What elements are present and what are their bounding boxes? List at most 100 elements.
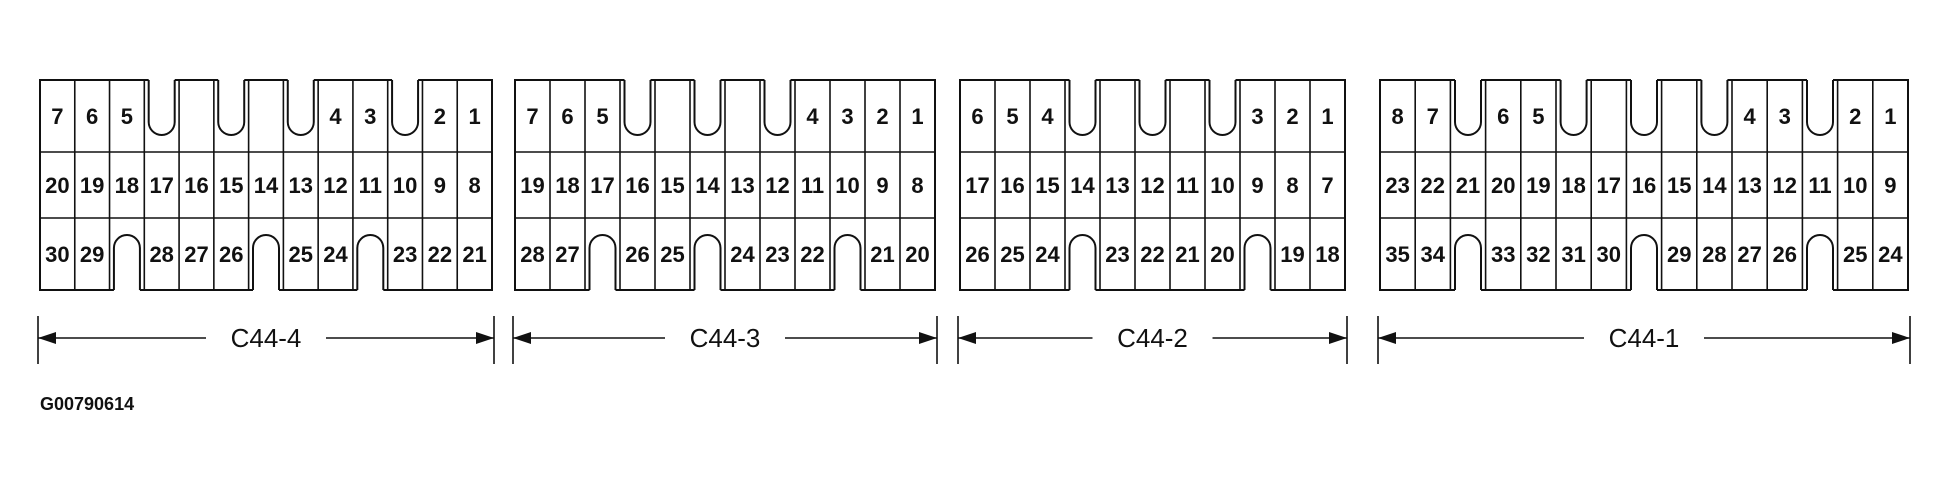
bottom-key-slot: [252, 234, 280, 290]
connector-label: C44-2: [1117, 323, 1188, 353]
figure-id: G00790614: [40, 394, 134, 414]
pin-number: 21: [1175, 242, 1199, 267]
top-key-slot: [763, 80, 792, 136]
top-key-slot: [623, 80, 652, 136]
pin-number: 9: [434, 173, 446, 198]
connector-label: C44-4: [231, 323, 302, 353]
pin-number: 2: [1286, 104, 1298, 129]
pin-number: 19: [80, 173, 104, 198]
bottom-key-slot: [356, 234, 385, 290]
pin-number: 1: [468, 104, 480, 129]
connector-label: C44-3: [690, 323, 761, 353]
arrow-right-icon: [476, 332, 494, 344]
pin-number: 27: [1737, 242, 1761, 267]
pin-number: 22: [800, 242, 824, 267]
arrow-left-icon: [513, 332, 531, 344]
pin-number: 8: [1286, 173, 1298, 198]
pin-number: 4: [806, 104, 819, 129]
connector-label: C44-1: [1609, 323, 1680, 353]
pin-number: 4: [1743, 104, 1756, 129]
pin-number: 28: [149, 242, 173, 267]
pin-number: 19: [520, 173, 544, 198]
pin-number: 32: [1526, 242, 1550, 267]
top-key-slot: [1454, 80, 1482, 136]
pin-number: 8: [1391, 104, 1403, 129]
pin-number: 3: [841, 104, 853, 129]
pin-number: 24: [1035, 242, 1060, 267]
pin-number: 11: [801, 173, 824, 198]
bottom-key-slot: [833, 234, 862, 290]
pin-number: 27: [184, 242, 208, 267]
pin-number: 28: [1702, 242, 1726, 267]
pin-number: 26: [1773, 242, 1797, 267]
pin-number: 16: [1000, 173, 1024, 198]
pin-number: 13: [289, 173, 313, 198]
pin-number: 25: [1000, 242, 1024, 267]
pin-number: 13: [730, 173, 754, 198]
pin-number: 15: [219, 173, 243, 198]
pin-number: 17: [590, 173, 614, 198]
top-key-slot: [217, 80, 246, 136]
pin-number: 12: [323, 173, 347, 198]
pin-number: 14: [1070, 173, 1095, 198]
top-key-slot: [147, 80, 176, 136]
pin-number: 8: [911, 173, 923, 198]
pin-number: 6: [561, 104, 573, 129]
pin-number: 9: [1251, 173, 1263, 198]
pin-number: 25: [660, 242, 684, 267]
pin-number: 29: [1667, 242, 1691, 267]
pin-number: 22: [1140, 242, 1164, 267]
pin-number: 1: [1884, 104, 1896, 129]
pin-number: 20: [1491, 173, 1515, 198]
pin-number: 5: [1532, 104, 1544, 129]
pin-number: 23: [1105, 242, 1129, 267]
arrow-right-icon: [1892, 332, 1910, 344]
pin-number: 24: [1878, 242, 1903, 267]
pin-number: 3: [364, 104, 376, 129]
pin-number: 17: [965, 173, 989, 198]
pin-number: 13: [1105, 173, 1129, 198]
pin-number: 18: [1561, 173, 1585, 198]
pin-number: 6: [86, 104, 98, 129]
arrow-left-icon: [38, 332, 56, 344]
top-key-slot: [693, 80, 722, 136]
pin-number: 33: [1491, 242, 1515, 267]
pin-number: 11: [1808, 173, 1831, 198]
pin-number: 5: [596, 104, 608, 129]
pin-number: 13: [1737, 173, 1761, 198]
top-key-slot: [1559, 80, 1588, 136]
pin-number: 2: [876, 104, 888, 129]
pin-number: 14: [695, 173, 720, 198]
pin-number: 9: [1884, 173, 1896, 198]
pin-number: 17: [149, 173, 173, 198]
top-key-slot: [1630, 80, 1658, 136]
pin-number: 1: [1321, 104, 1333, 129]
pin-number: 16: [1632, 173, 1656, 198]
pin-number: 5: [121, 104, 133, 129]
bottom-key-slot: [1243, 234, 1272, 290]
bottom-key-slot: [693, 234, 722, 290]
pin-number: 12: [765, 173, 789, 198]
pin-number: 10: [1210, 173, 1234, 198]
top-key-slot: [1068, 80, 1097, 136]
pin-number: 21: [462, 242, 486, 267]
pin-number: 11: [359, 173, 382, 198]
pin-number: 34: [1421, 242, 1446, 267]
pin-number: 10: [835, 173, 859, 198]
pin-number: 7: [1427, 104, 1439, 129]
top-key-slot: [1806, 80, 1834, 136]
pin-number: 15: [1667, 173, 1691, 198]
pin-number: 2: [1849, 104, 1861, 129]
pin-number: 24: [730, 242, 755, 267]
pin-number: 9: [876, 173, 888, 198]
pin-number: 22: [1421, 173, 1445, 198]
pin-number: 8: [468, 173, 480, 198]
bottom-key-slot: [1630, 234, 1658, 290]
pin-number: 11: [1176, 173, 1199, 198]
top-key-slot: [1138, 80, 1167, 136]
pin-number: 20: [1210, 242, 1234, 267]
pin-number: 23: [393, 242, 417, 267]
